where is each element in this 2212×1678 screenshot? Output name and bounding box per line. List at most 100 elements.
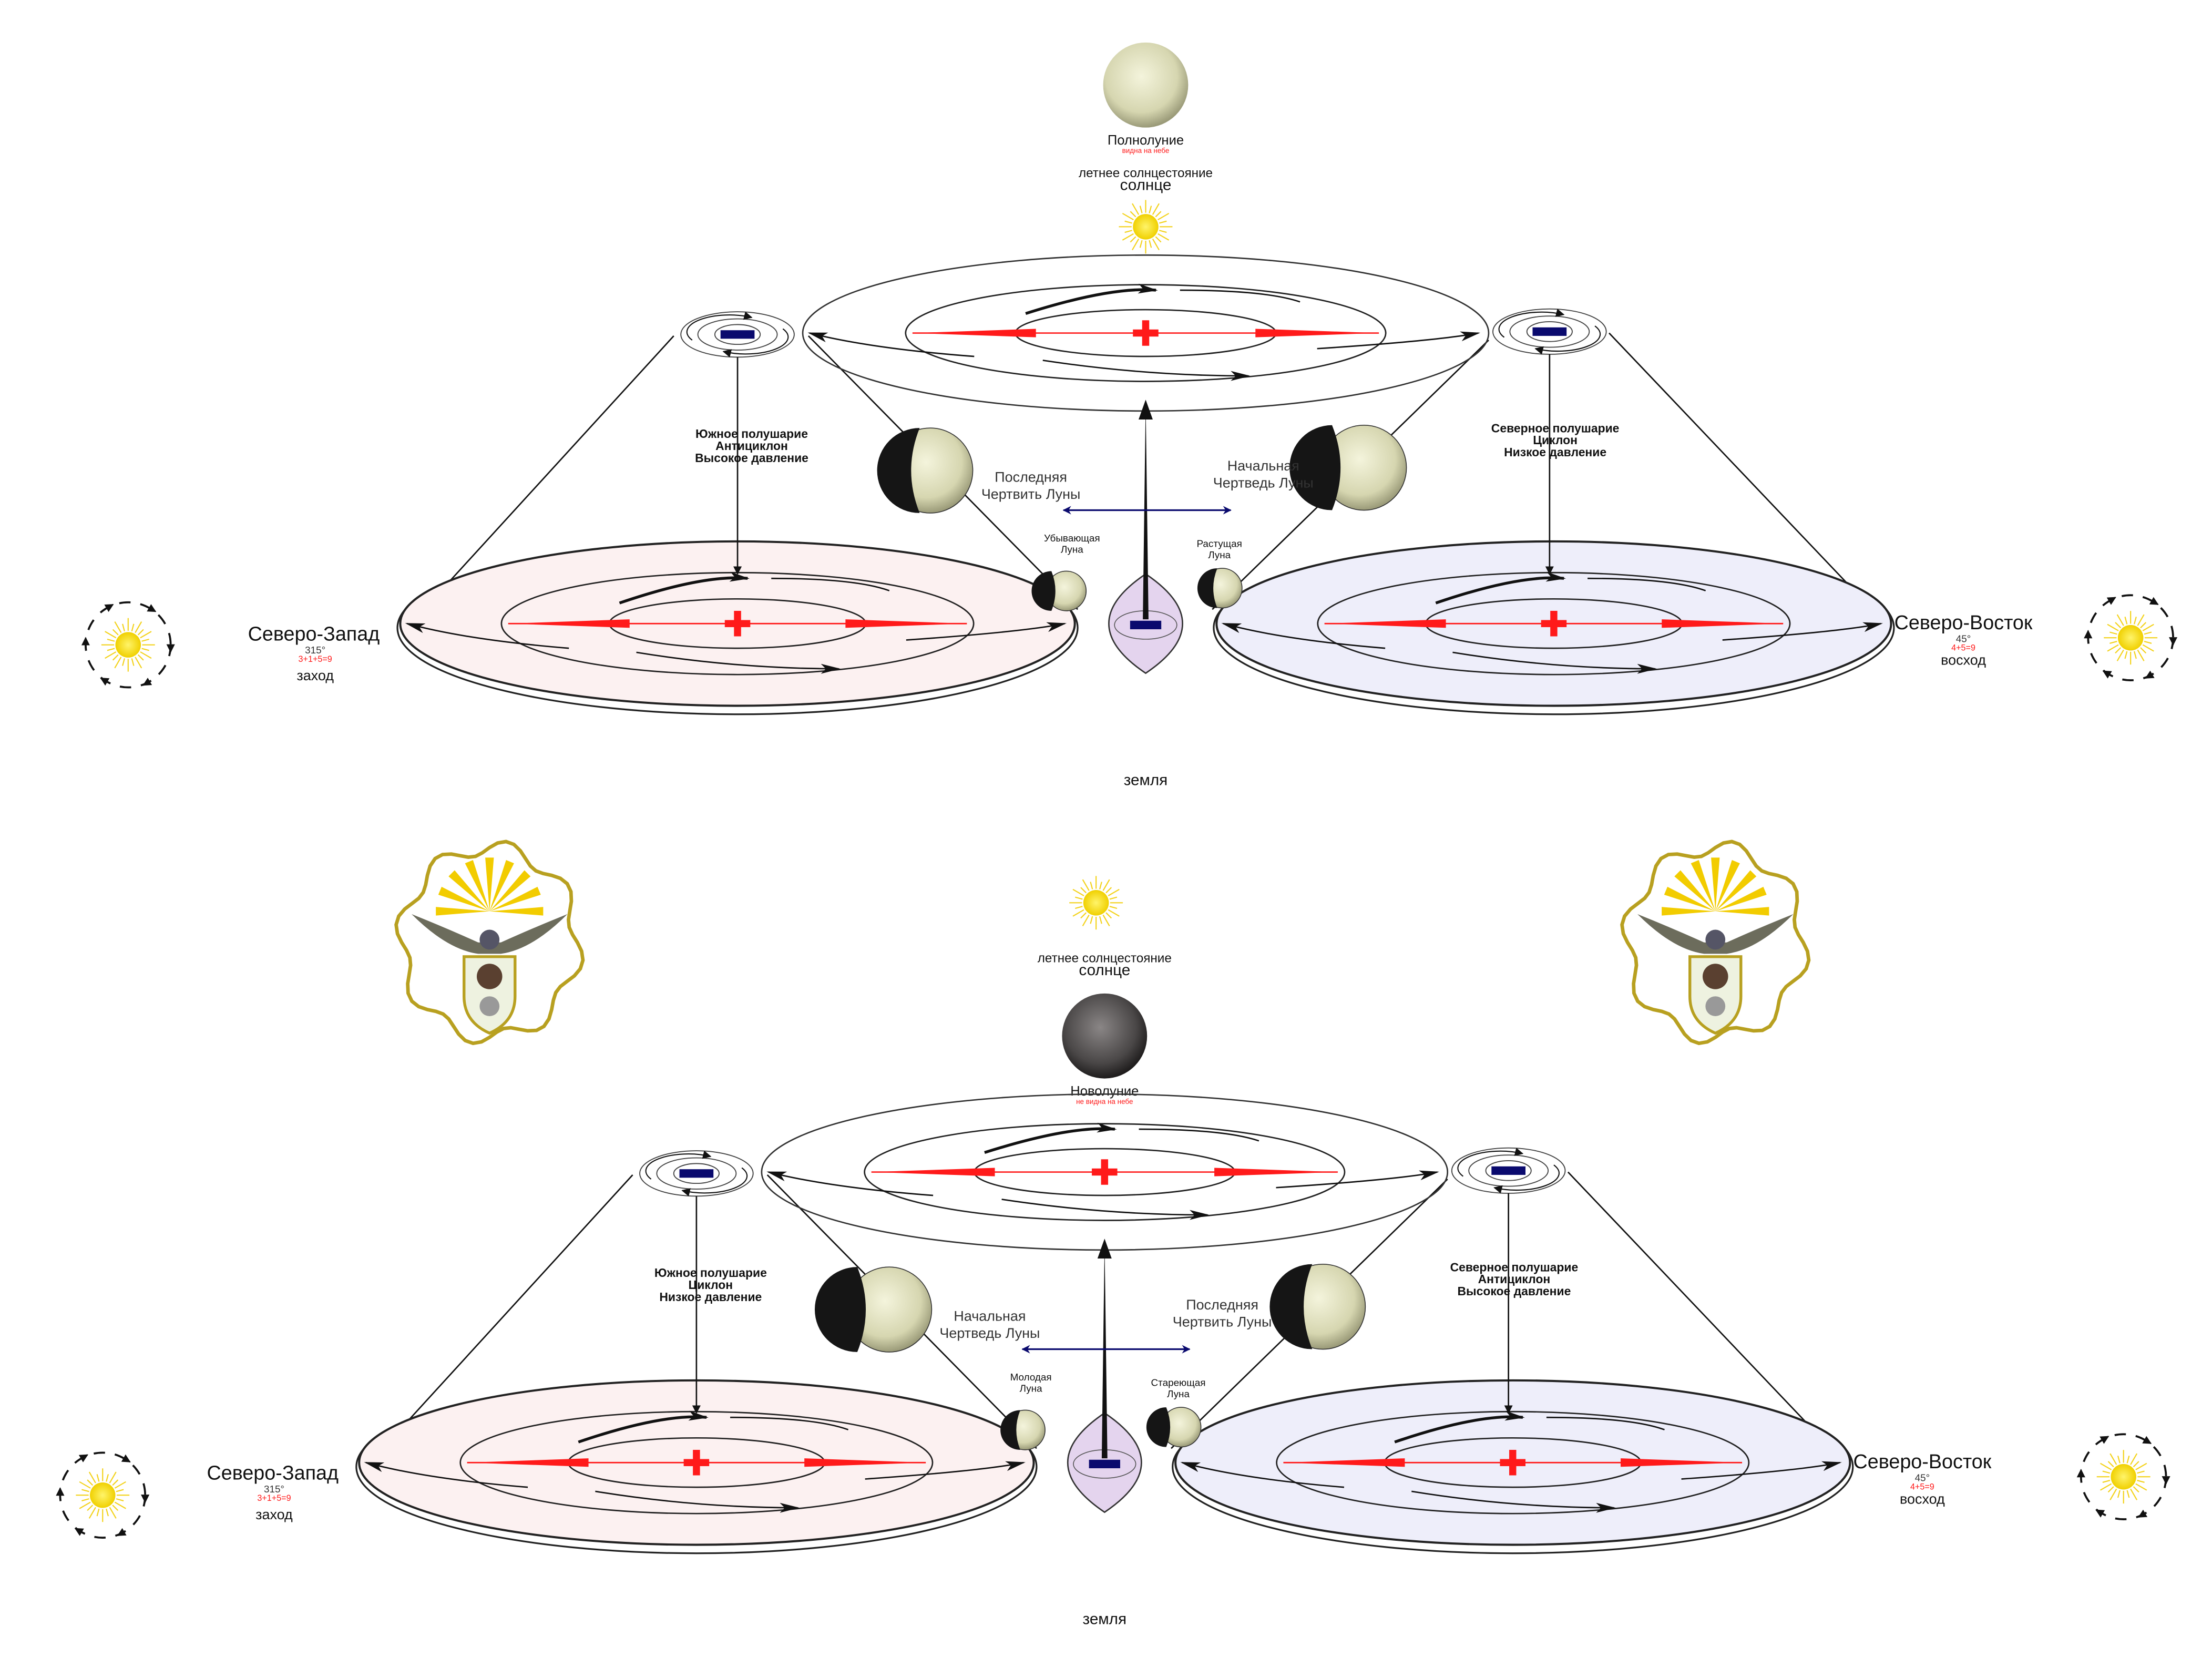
sun-ray xyxy=(1674,870,1716,912)
sun-ray xyxy=(131,658,135,666)
sun-ray xyxy=(2140,647,2147,654)
right-small-moon-label: Луна xyxy=(1167,1388,1190,1399)
sun-ray xyxy=(1715,886,1767,912)
sun-ray xyxy=(1159,220,1167,224)
west-event-label: заход xyxy=(296,668,334,683)
sun-ray xyxy=(1090,882,1093,889)
left-hemisphere-label: Антициклон xyxy=(715,439,788,453)
arrow-head-icon xyxy=(1139,400,1153,420)
eagle-head-icon xyxy=(1705,929,1726,950)
arrow-head-icon xyxy=(1097,1239,1112,1258)
west-degree-label: 315° xyxy=(305,644,325,656)
sun-ray xyxy=(1711,857,1720,912)
projection-line xyxy=(1567,1171,1845,1464)
sun-ray xyxy=(2116,649,2124,661)
right-small-moon xyxy=(1197,568,1243,609)
right-hemisphere-label: Низкое давление xyxy=(1504,445,1606,459)
sun-ray xyxy=(96,1508,100,1517)
sun-ray xyxy=(135,621,142,633)
sun-ray xyxy=(1072,909,1084,917)
wind-arrow xyxy=(1493,1164,1560,1194)
sun-ray xyxy=(1715,860,1740,912)
pressure-wedges xyxy=(871,1168,1338,1176)
east-sum-label: 4+5=9 xyxy=(1951,643,1975,652)
rotation-arrow-icon xyxy=(2095,1509,2105,1518)
right-hemisphere-label: Северное полушарие xyxy=(1491,421,1620,435)
isobar xyxy=(1468,1154,1549,1187)
pressure-wedges xyxy=(467,1458,926,1467)
east-degree-label: 45° xyxy=(1915,1472,1930,1483)
sun-label: солнце xyxy=(1079,961,1130,979)
circulation-arrow xyxy=(1180,1461,1345,1488)
isobar xyxy=(673,1163,720,1184)
sun-ray xyxy=(137,654,144,661)
wind-arrow xyxy=(1457,1148,1524,1177)
plus-sign-icon xyxy=(1133,320,1159,346)
rotation-arrow-icon xyxy=(117,1528,127,1537)
pressure-wedges xyxy=(508,619,967,628)
moon-shadow xyxy=(1197,568,1217,608)
sun-ray xyxy=(1109,906,1118,909)
circulation-arrow xyxy=(619,571,750,605)
rotation-arrow-icon xyxy=(78,1454,88,1462)
sun-ray xyxy=(1152,203,1160,215)
right-hemisphere-label: Антициклон xyxy=(1478,1272,1551,1286)
sun-ray xyxy=(1102,879,1110,891)
circulation-arrow xyxy=(636,651,841,674)
sun-ray xyxy=(2107,1461,2114,1468)
sun-ray xyxy=(465,860,490,912)
sun-disc xyxy=(2117,625,2144,651)
circulation-arrow xyxy=(1411,1490,1616,1513)
minus-sign-icon xyxy=(1130,620,1162,629)
sun-icon xyxy=(101,618,155,672)
sun-ray xyxy=(1691,860,1716,912)
sun-ray xyxy=(88,1507,96,1519)
sun-ray xyxy=(114,621,122,633)
sun-icon xyxy=(2096,1450,2150,1504)
sun-ray xyxy=(2126,1456,2130,1464)
sun-ray xyxy=(489,886,541,912)
sun-ray xyxy=(2115,647,2122,654)
earth-label: земля xyxy=(1083,1611,1127,1628)
left-hemisphere-label: Низкое давление xyxy=(659,1290,762,1304)
sun-ray xyxy=(1152,238,1160,251)
sun-ray xyxy=(109,1507,117,1519)
circulation-arrow xyxy=(771,577,890,591)
eagle-wings-icon xyxy=(411,914,568,954)
circulation-arrow xyxy=(1139,1128,1259,1142)
circulation-arrow xyxy=(364,1461,528,1488)
sun-ray xyxy=(1108,888,1120,896)
sun-ray xyxy=(1075,906,1083,909)
right-emblem xyxy=(1620,840,1811,1046)
sun-ray xyxy=(106,1508,109,1517)
sun-ray xyxy=(2134,617,2137,625)
sun-ray xyxy=(107,648,115,651)
sun-ray xyxy=(87,1479,94,1486)
rotation-arrow-icon xyxy=(104,603,114,612)
isobar xyxy=(1509,315,1590,348)
pressure-wedges xyxy=(1283,1458,1743,1467)
sun-disc xyxy=(1133,214,1159,240)
sun-ray xyxy=(1072,888,1084,896)
minus-sign-icon xyxy=(1532,327,1567,336)
plus-sign-icon xyxy=(1092,1159,1118,1185)
sun-ray xyxy=(2133,1486,2139,1493)
circulation-arrow xyxy=(1025,283,1158,315)
sun-ray xyxy=(1099,916,1102,924)
minus-sign-icon xyxy=(720,330,755,339)
sun-ray xyxy=(1122,212,1134,220)
upper-pressure-system xyxy=(761,1093,1449,1251)
sun-ray xyxy=(1139,206,1143,213)
rotation-arrow-icon xyxy=(2102,670,2112,679)
sun-ray xyxy=(2100,1483,2112,1491)
sun-ray xyxy=(2133,1461,2139,1468)
sun-ray xyxy=(116,1489,124,1492)
right-small-moon-label: Растущая xyxy=(1196,538,1242,549)
east-cyclone xyxy=(1451,1147,1566,1194)
sun-ray xyxy=(438,886,490,912)
sun-ray xyxy=(109,1471,117,1483)
sun-ray xyxy=(135,657,142,669)
sun-ray xyxy=(1715,907,1769,916)
rotation-arrow-icon xyxy=(2145,670,2155,679)
west-degree-label: 315° xyxy=(264,1483,284,1495)
